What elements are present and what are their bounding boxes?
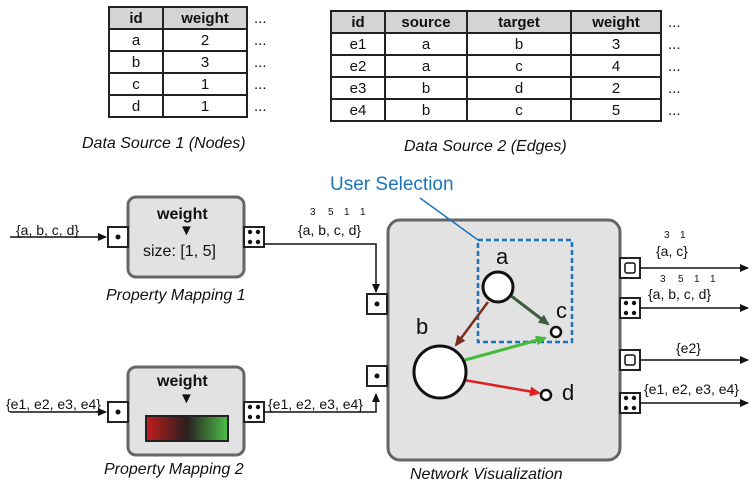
col-header: id bbox=[108, 6, 164, 30]
pm2-input-label: {e1, e2, e3, e4} bbox=[6, 396, 101, 412]
pm1-output-port[interactable] bbox=[243, 226, 265, 248]
edge-e3 bbox=[463, 378, 541, 397]
node-d-label: d bbox=[562, 380, 575, 405]
node-d[interactable] bbox=[539, 388, 553, 402]
out-all-edges-label: {e1, e2, e3, e4} bbox=[644, 381, 739, 397]
pm2-output-port[interactable] bbox=[243, 401, 265, 423]
selection-leader-line bbox=[419, 197, 479, 241]
color-gradient-bar bbox=[145, 415, 229, 442]
pm1-size-label: size: [1, 5] bbox=[143, 243, 216, 260]
out-selected-edges-label: {e2} bbox=[676, 340, 701, 356]
pm2-output-label: {e1, e2, e3, e4} bbox=[268, 396, 363, 412]
pm1-output-text: {a, b, c, d} bbox=[298, 222, 362, 238]
node-c[interactable] bbox=[549, 325, 563, 339]
node-c-label: c bbox=[556, 298, 567, 323]
node-b[interactable] bbox=[412, 344, 468, 400]
pm1-input-label: {a, b, c, d} bbox=[16, 222, 80, 238]
user-selection-label: User Selection bbox=[330, 174, 454, 195]
col-header: weight bbox=[570, 10, 662, 34]
pm2-title: weight bbox=[157, 373, 208, 390]
pm1-arrow-down-icon: ▼ bbox=[179, 222, 194, 239]
col-header: weight bbox=[162, 6, 248, 30]
edge-e1 bbox=[454, 301, 490, 347]
nv-caption: Network Visualization bbox=[410, 466, 563, 483]
pm2-arrow-down-icon: ▼ bbox=[179, 390, 194, 407]
col-header: source bbox=[384, 10, 468, 34]
network-visualization-box bbox=[386, 218, 622, 462]
out-all-nodes-label: {a, b, c, d} bbox=[648, 286, 712, 302]
out-selected-nodes-label: {a, c} bbox=[656, 243, 688, 259]
pm2-caption: Property Mapping 2 bbox=[104, 461, 244, 478]
pm1-title: weight bbox=[157, 206, 208, 223]
node-a-label: a bbox=[496, 244, 509, 269]
col-header: target bbox=[466, 10, 572, 34]
nv-all-edges-port[interactable] bbox=[619, 392, 641, 414]
pm1-caption: Property Mapping 1 bbox=[106, 287, 246, 304]
nv-all-nodes-port[interactable] bbox=[619, 297, 641, 319]
node-a[interactable] bbox=[481, 270, 515, 304]
col-header: id bbox=[330, 10, 386, 34]
node-b-label: b bbox=[416, 314, 429, 339]
edge-e4 bbox=[464, 335, 547, 362]
pm1-output-label: {a, b, c, d} bbox=[298, 222, 361, 238]
col-header: ... bbox=[668, 13, 681, 31]
edge-e2 bbox=[509, 293, 550, 326]
nv-selected-edges-port[interactable] bbox=[619, 349, 641, 371]
nv-selected-nodes-port[interactable] bbox=[619, 257, 641, 279]
col-header: ... bbox=[254, 9, 267, 27]
nodes-caption: Data Source 1 (Nodes) bbox=[82, 135, 246, 152]
edges-caption: Data Source 2 (Edges) bbox=[404, 138, 567, 155]
